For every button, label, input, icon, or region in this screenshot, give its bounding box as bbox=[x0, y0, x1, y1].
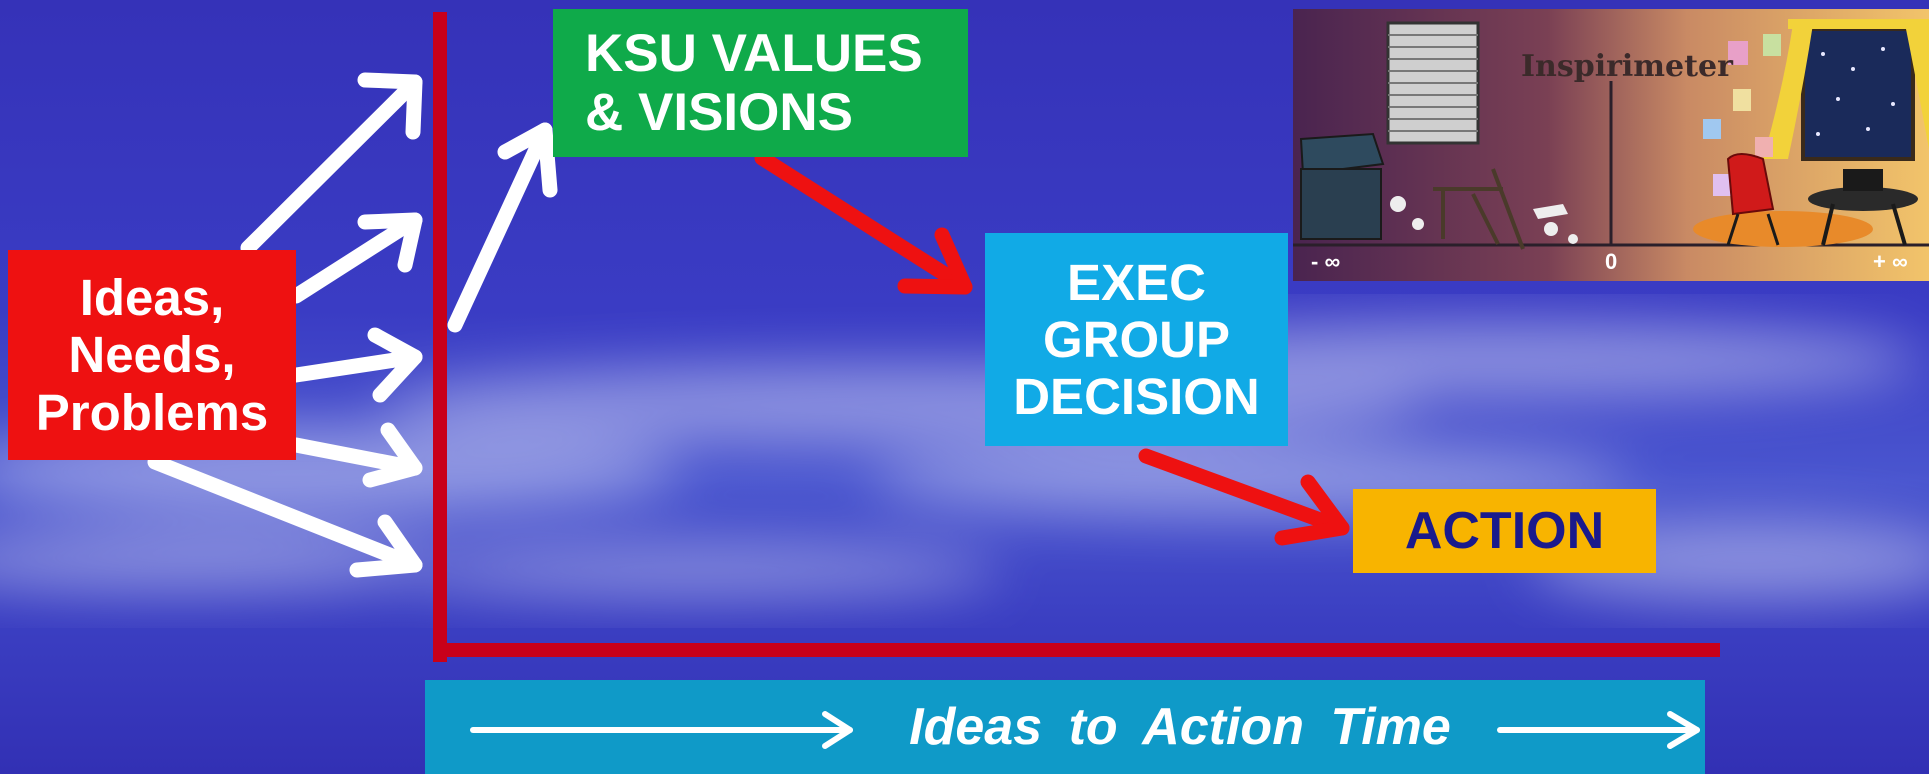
white-arrow-6 bbox=[447, 122, 558, 333]
red-arrow-ksu-to-exec bbox=[754, 150, 973, 295]
white-arrow-2 bbox=[288, 212, 423, 304]
ksu-box-label: KSU VALUES & VISIONS bbox=[585, 23, 923, 142]
timeline-bar: Ideas to Action Time bbox=[425, 680, 1705, 774]
action-box: ACTION bbox=[1353, 489, 1656, 573]
exec-box-label: EXEC GROUP DECISION bbox=[1013, 253, 1260, 426]
ksu-values-visions-box: KSU VALUES & VISIONS bbox=[553, 9, 968, 157]
action-box-label: ACTION bbox=[1404, 501, 1605, 560]
drafting-table bbox=[1299, 132, 1385, 240]
white-arrow-1 bbox=[240, 72, 423, 256]
timeline-label: Ideas to Action Time bbox=[909, 698, 1451, 756]
timeline-arrows bbox=[470, 711, 1700, 749]
ideas-box-label: Ideas, Needs, Problems bbox=[35, 269, 269, 441]
inspirimeter-illustration bbox=[1293, 9, 1929, 281]
timeline-arrow-left bbox=[470, 711, 853, 749]
broken-chair bbox=[1433, 168, 1525, 250]
starry-window bbox=[1763, 19, 1929, 161]
timeline-arrow-right bbox=[1497, 711, 1700, 749]
wall-notes bbox=[1703, 34, 1781, 196]
coffee-table bbox=[1808, 169, 1918, 246]
tick-positive-infinity: + ∞ bbox=[1873, 249, 1908, 274]
red-arrow-exec-to-action bbox=[1138, 448, 1350, 546]
crumpled-papers bbox=[1390, 196, 1578, 244]
tick-negative-infinity: - ∞ bbox=[1311, 249, 1341, 274]
white-arrow-5 bbox=[147, 454, 423, 578]
inspirimeter-cartoon: Inspirimeter - ∞ 0 + ∞ bbox=[1293, 9, 1929, 281]
white-arrow-4 bbox=[288, 422, 423, 488]
ideas-needs-problems-box: Ideas, Needs, Problems bbox=[8, 250, 296, 460]
blinds-window bbox=[1386, 21, 1480, 145]
inspirimeter-title: Inspirimeter bbox=[1521, 49, 1733, 84]
exec-group-decision-box: EXEC GROUP DECISION bbox=[985, 233, 1288, 446]
tick-zero: 0 bbox=[1605, 249, 1618, 274]
white-arrow-3 bbox=[288, 327, 423, 403]
